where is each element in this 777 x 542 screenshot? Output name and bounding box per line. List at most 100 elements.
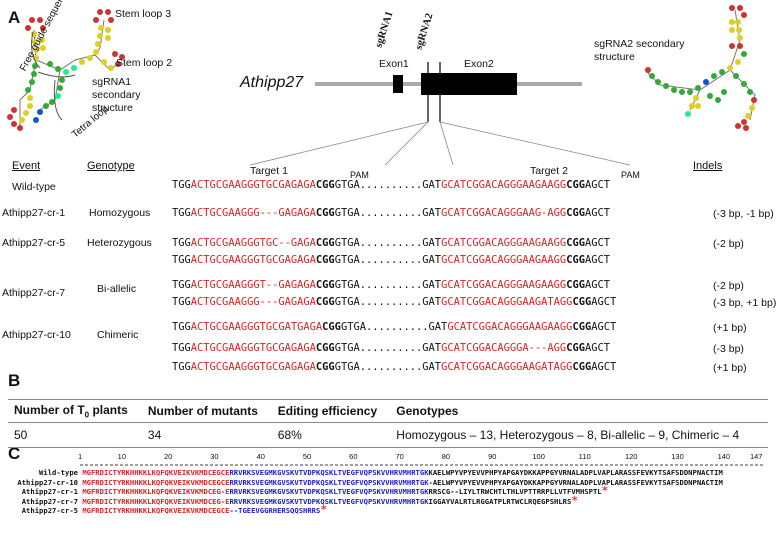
sequence-segment: GAT: [422, 237, 442, 249]
alignment-ruler: [80, 464, 763, 466]
sequence-segment: CGG: [566, 179, 585, 191]
protein-alignment: Wild-type MGFRDICTYRKHHKKLKQFQKVEIKVKMDC…: [2, 468, 723, 517]
gene-model: [249, 62, 631, 166]
sequence-segment: GAT: [422, 254, 442, 266]
panel-label-c: C: [8, 444, 21, 463]
sequence-segment: GTGA..........: [334, 254, 423, 266]
genotype-label: Chimeric: [97, 329, 139, 341]
event-header: Event: [12, 160, 41, 172]
sequence-segment: CGG: [315, 254, 335, 266]
sgrna2-structure-diagram: [644, 5, 757, 131]
sequence-segment: CGG: [315, 179, 335, 191]
table-header-row: Number of T0 plants Number of mutants Ed…: [8, 398, 768, 424]
seq-segment-blue: RRVRKSVEGMKGVSKVTVDPKQSKLTVEGFVQPSKVVHRV…: [229, 468, 429, 477]
mutants-header: Number of mutants: [141, 398, 272, 424]
panel-label-b: B: [8, 371, 21, 390]
sequence-segment: GTGA..........: [334, 237, 423, 249]
ruler-tick-label: 70: [395, 452, 404, 461]
indels-header: Indels: [693, 160, 723, 172]
event-label: Athipp27-cr-5: [2, 237, 66, 249]
sequence-segment: GCATCGGACAGGGA---AGG: [441, 342, 567, 354]
alignment-row-name: Athipp27-cr-5: [21, 506, 78, 516]
gene-name: Athipp27: [240, 74, 304, 91]
genotypes-header: Genotypes: [390, 398, 768, 424]
plants-header: Number of T0 plants: [8, 398, 142, 424]
stem-loop-3-label: Stem loop 3: [115, 8, 172, 20]
sequence-segment: GTGA..........: [334, 179, 423, 191]
ruler-tick-label: 60: [349, 452, 358, 461]
alignment-row: Athipp27-cr-1 MGFRDICTYRKHHKKLKQFQKVEIKV…: [2, 484, 723, 498]
indel-label: (-3 bp, -1 bp): [713, 208, 774, 220]
sequence-segment: GTGA..........: [334, 296, 423, 308]
ruler-tick-label: 1: [78, 452, 83, 461]
genotype-header: Genotype: [87, 160, 135, 172]
stop-mark: *: [601, 484, 609, 498]
sequence-segment: TGG: [172, 296, 191, 308]
sequence-segment: GTGA..........: [340, 321, 429, 333]
sequence-segment: AGCT: [591, 361, 617, 373]
sequence-segment: AGCT: [584, 254, 610, 266]
sequence-segment: ACTGCGAAGGGTGCGAGAGA: [190, 254, 316, 266]
sequence-segment: TGG: [172, 254, 191, 266]
sequence-segment: GTGA..........: [334, 342, 423, 354]
sequence-segment: ACTGCGAAGGGTGCGAGAGA: [190, 179, 316, 191]
summary-table: Number of T0 plants Number of mutants Ed…: [8, 398, 768, 449]
table-row: 50 34 68% Homozygous – 13, Heterozygous …: [8, 422, 768, 449]
sequence-segment: GTGA..........: [334, 361, 423, 373]
pam2-label: PAM: [621, 170, 640, 180]
sequence-segment: GAT: [422, 179, 442, 191]
sequence-segment: AGCT: [584, 342, 610, 354]
sequence-segment: TGG: [172, 179, 191, 191]
indel-label: (-3 bp, +1 bp): [713, 297, 777, 309]
indel-label: (+1 bp): [713, 362, 747, 374]
sequence-segment: AGCT: [591, 321, 617, 333]
sequence-segment: ACTGCGAAGGGTGCGATGAGA: [190, 321, 323, 333]
mutants-value: 34: [141, 422, 272, 449]
sequence-segment: GAT: [428, 321, 448, 333]
sequence-segment: CGG: [315, 296, 335, 308]
ruler-tick-label: 100: [532, 452, 545, 461]
sequence-line: TGGACTGCGAAGGGTGCGAGAGACGGGTGA..........…: [172, 361, 616, 373]
ruler-tick-label: 110: [578, 452, 591, 461]
stop-mark: *: [320, 503, 327, 517]
sequence-segment: TGG: [172, 361, 191, 373]
sequence-segment: CGG: [315, 342, 335, 354]
sequence-segment: CGG: [566, 342, 585, 354]
seq-segment-red: MGFRDICTYRKHHKKLKQFQKVEIKVKMDCEG-E: [82, 487, 230, 497]
event-label: Athipp27-cr-1: [2, 207, 66, 219]
sequence-segment: TGG: [172, 237, 191, 249]
sequence-segment: AGCT: [584, 179, 610, 191]
sequence-segment: CGG: [566, 279, 585, 291]
sequence-segment: GAT: [422, 207, 442, 219]
exon2-label: Exon2: [464, 58, 494, 70]
sequence-segment: CGG: [566, 254, 585, 266]
sequence-segment: TGG: [172, 279, 191, 291]
sequence-segment: GCATCGGACAGGGAAGAAGG: [441, 279, 567, 291]
indel-label: (-3 bp): [713, 343, 744, 355]
target1-label: Target 1: [250, 165, 288, 177]
seq-segment-black: IGGAYVALRTLRGGATPLRTWCLRQEGPSHLRS: [428, 496, 572, 506]
sequence-line: TGGACTGCGAAGGG---GAGAGACGGGTGA..........…: [172, 296, 616, 308]
seq-segment-black: KAELWPYVPYEVVPHPYAPGAYDKKAPPGYVRNALADPLV…: [428, 468, 723, 477]
ruler-tick-label: 40: [256, 452, 265, 461]
sequence-segment: TGG: [172, 207, 191, 219]
genotype-label: Heterozygous: [87, 237, 152, 249]
seq-segment-red: MGFRDICTYRKHHKKLKQFQKVEIKVKMDCEGCE: [82, 506, 230, 516]
sequence-segment: AGCT: [584, 207, 610, 219]
sequence-line: TGGACTGCGAAGGGT--GAGAGACGGGTGA..........…: [172, 279, 610, 291]
alignment-row: Athipp27-cr-10 MGFRDICTYRKHHKKLKQFQKVEIK…: [2, 477, 722, 488]
stop-mark: *: [571, 493, 578, 507]
ruler-tick-label: 50: [302, 452, 312, 461]
ruler-tick-label: 20: [163, 452, 173, 461]
indel-label: (-2 bp): [713, 238, 744, 250]
plants-value: 50: [8, 422, 142, 449]
seq-segment-blue: RRVRKSVEGMKGVSKVTVDPKQSKLTVEGFVQPSKVVHRV…: [229, 477, 429, 487]
ruler-tick-label: 140: [717, 452, 731, 461]
sequence-line: TGGACTGCGAAGGGTGCGATGAGACGGGTGA.........…: [172, 321, 616, 333]
sequence-line: TGGACTGCGAAGGGTGCGAGAGACGGGTGA..........…: [172, 179, 610, 191]
alignment-row: Athipp27-cr-5 MGFRDICTYRKHHKKLKQFQKVEIKV…: [2, 503, 723, 517]
alignment-row: Wild-type MGFRDICTYRKHHKKLKQFQKVEIKVKMDC…: [2, 468, 723, 478]
genotypes-value: Homozygous – 13, Heterozygous – 8, Bi-al…: [390, 422, 768, 449]
sequence-segment: CGG: [572, 321, 592, 333]
indel-label: (-2 bp): [713, 280, 744, 292]
